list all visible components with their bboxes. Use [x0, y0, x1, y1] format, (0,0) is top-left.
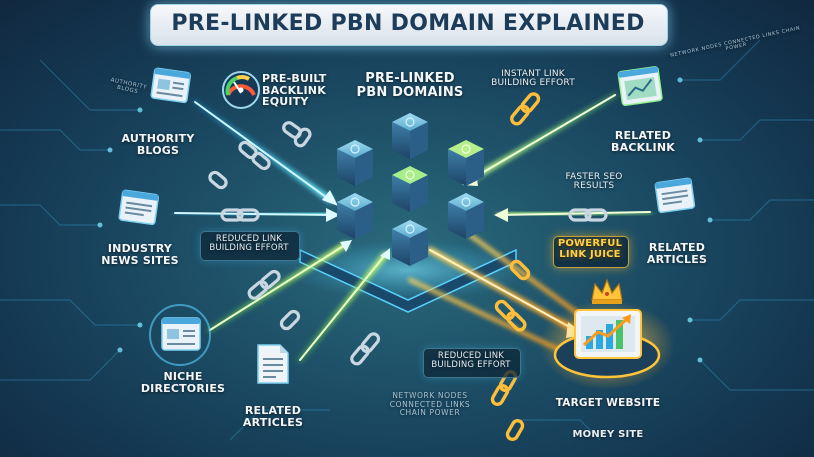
- related-articles-b-line2: ARTICLES: [242, 415, 304, 429]
- green-arrows: [467, 92, 653, 218]
- niche-line2: DIRECTORIES: [140, 381, 226, 395]
- pre-built-line1: PRE-BUILT: [262, 72, 327, 85]
- reduced-link-label-bottom: REDUCED LINK BUILDING EFFORT: [423, 352, 519, 370]
- reduced1-line2: BUILDING EFFORT: [209, 242, 289, 253]
- browser-window-icon: [150, 67, 192, 104]
- faster-seo-label: FASTER SEO RESULTS: [556, 172, 632, 192]
- niche-directories-label: NICHE DIRECTORIES: [140, 371, 226, 394]
- circuit-dots: [97, 77, 713, 363]
- gold-chain-links: [490, 92, 541, 442]
- industry-line1: INDUSTRY: [107, 242, 173, 255]
- server-cube: [392, 113, 428, 159]
- reduced2-line2: BUILDING EFFORT: [431, 359, 511, 370]
- related-articles-right-label: RELATED ARTICLES: [640, 242, 714, 265]
- server-cube: [448, 140, 484, 186]
- related-backlink-line1: RELATED: [614, 129, 672, 142]
- network-line2: CONNECTED LINKS: [389, 399, 471, 409]
- server-cube: [392, 220, 428, 266]
- powerful-line2: LINK JUICE: [559, 248, 621, 260]
- related-articles-bottom-label: RELATED ARTICLES: [236, 405, 310, 428]
- pre-built-line2: BACKLINK: [262, 83, 326, 97]
- industry-line2: NEWS SITES: [101, 253, 179, 267]
- reduced1-line1: REDUCED LINK: [215, 234, 283, 244]
- faster-line1: FASTER SEO: [565, 172, 623, 182]
- server-cube: [337, 140, 373, 186]
- related-backlink-label: RELATED BACKLINK: [600, 130, 686, 153]
- gold-arrows: [408, 233, 582, 352]
- pre-built-line3: EQUITY: [262, 95, 309, 109]
- niche-line1: NICHE: [163, 370, 203, 383]
- browser-window-icon: [118, 189, 160, 226]
- authority-line1: AUTHORITY: [121, 132, 195, 145]
- cyan-arrows: [172, 99, 388, 363]
- server-cube: [392, 166, 428, 212]
- server-cubes: [337, 113, 484, 266]
- server-cube: [337, 193, 373, 239]
- gauge-icon: [222, 71, 260, 109]
- network-line1: NETWORK NODES: [392, 391, 468, 400]
- related-articles-b-line1: RELATED: [244, 404, 302, 417]
- related-articles-r-line1: RELATED: [648, 241, 706, 254]
- title-banner: [150, 4, 668, 46]
- powerful-line1: POWERFUL: [557, 238, 623, 249]
- center-title-line1: PRE-LINKED: [365, 71, 455, 86]
- instant-line1: INSTANT LINK: [501, 69, 565, 79]
- authority-line2: BLOGS: [136, 143, 180, 157]
- chart-window-icon: [617, 66, 663, 107]
- related-articles-r-line2: ARTICLES: [646, 252, 708, 266]
- reduced2-line1: REDUCED LINK: [437, 351, 505, 361]
- arrowheads-left: [322, 190, 390, 260]
- powerful-link-pill: [553, 236, 629, 268]
- target-website-label: TARGET WEBSITE: [555, 397, 661, 409]
- industry-news-label: INDUSTRY NEWS SITES: [92, 243, 188, 266]
- money-site-label: MONEY SITE: [572, 429, 644, 440]
- circuit-traces: [0, 39, 814, 441]
- instant-link-label: INSTANT LINK BUILDING EFFORT: [478, 69, 588, 89]
- chain-links: [208, 121, 608, 366]
- reduced-link-pill-bottom: [423, 348, 521, 378]
- document-icon: [257, 344, 289, 384]
- page-title: PRE-LINKED PBN DOMAIN EXPLAINED: [171, 11, 645, 36]
- center-title-line2: PBN DOMAINS: [356, 84, 464, 100]
- browser-window-icon: [654, 177, 696, 214]
- reduced-link-label-left: REDUCED LINK BUILDING EFFORT: [200, 235, 298, 253]
- network-line3: CHAIN POWER: [399, 408, 461, 418]
- related-backlink-line2: BACKLINK: [611, 140, 675, 154]
- authority-blogs-label: AUTHORITY BLOGS: [118, 133, 198, 156]
- center-title: PRE-LINKED PBN DOMAINS: [355, 72, 465, 99]
- reduced-link-pill-left: [200, 231, 300, 261]
- crown-icon: [591, 278, 623, 304]
- directory-window-icon: [149, 304, 211, 366]
- pre-built-label: PRE-BUILT BACKLINK EQUITY: [262, 73, 342, 108]
- instant-line2: BUILDING EFFORT: [491, 78, 575, 89]
- server-cube: [448, 193, 484, 239]
- faster-line2: RESULTS: [573, 181, 615, 192]
- network-nodes-label: NETWORK NODES CONNECTED LINKS CHAIN POWE…: [380, 391, 480, 418]
- target-monitor-icon: [574, 309, 642, 359]
- powerful-link-juice-label: POWERFUL LINK JUICE: [553, 238, 627, 260]
